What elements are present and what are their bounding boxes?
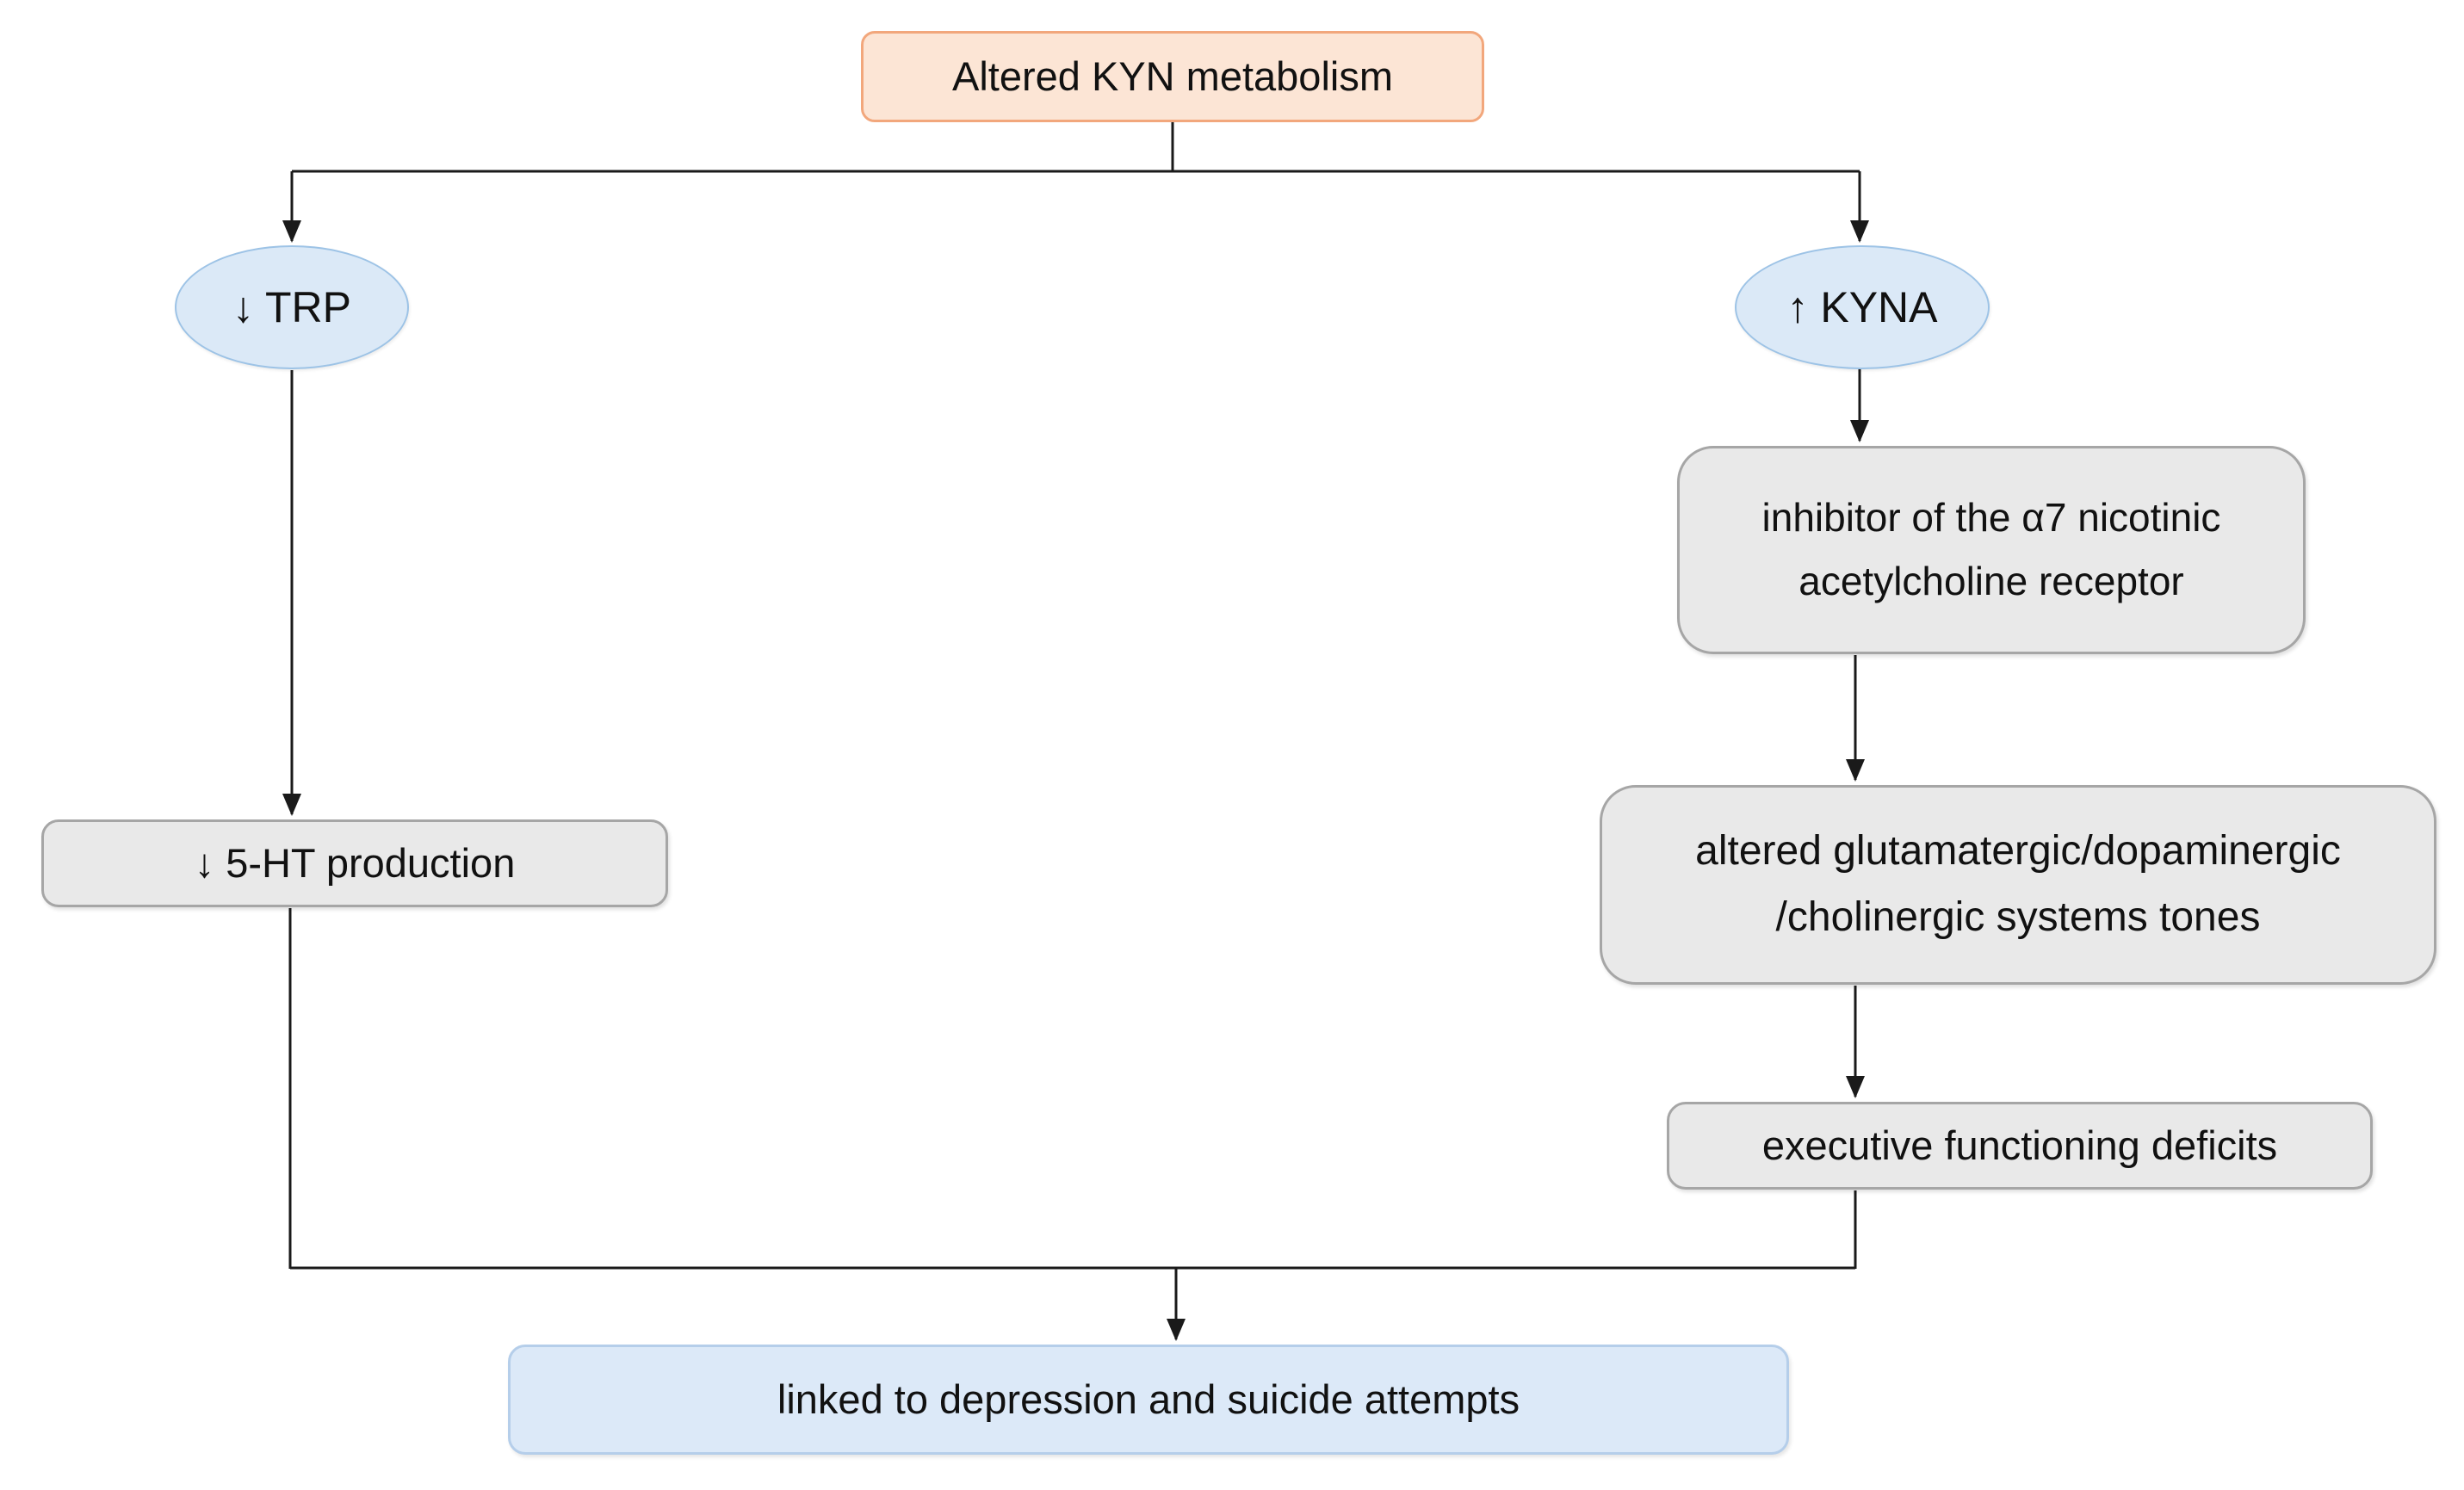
node-a7-receptor-inhibitor-label: inhibitor of the α7 nicotinic acetylchol… bbox=[1761, 495, 2221, 603]
node-altered-systems-tones-label: altered glutamatergic/dopaminergic /chol… bbox=[1695, 828, 2341, 940]
node-a7-receptor-inhibitor: inhibitor of the α7 nicotinic acetylchol… bbox=[1677, 446, 2306, 654]
node-decreased-trp: ↓ TRP bbox=[175, 245, 409, 369]
node-decreased-trp-label: ↓ TRP bbox=[232, 282, 351, 331]
node-depression-suicide-outcome-label: linked to depression and suicide attempt… bbox=[777, 1376, 1520, 1422]
node-decreased-5ht-production: ↓ 5-HT production bbox=[41, 819, 668, 907]
node-altered-systems-tones: altered glutamatergic/dopaminergic /chol… bbox=[1600, 785, 2436, 985]
node-executive-functioning-deficits: executive functioning deficits bbox=[1667, 1102, 2373, 1190]
node-decreased-5ht-production-label: ↓ 5-HT production bbox=[194, 839, 516, 886]
node-executive-functioning-deficits-label: executive functioning deficits bbox=[1761, 1122, 2278, 1168]
node-altered-kyn-metabolism-label: Altered KYN metabolism bbox=[952, 53, 1393, 99]
node-altered-kyn-metabolism: Altered KYN metabolism bbox=[861, 31, 1484, 122]
node-depression-suicide-outcome: linked to depression and suicide attempt… bbox=[508, 1345, 1789, 1455]
node-increased-kyna-label: ↑ KYNA bbox=[1786, 282, 1938, 331]
node-increased-kyna: ↑ KYNA bbox=[1735, 245, 1990, 369]
